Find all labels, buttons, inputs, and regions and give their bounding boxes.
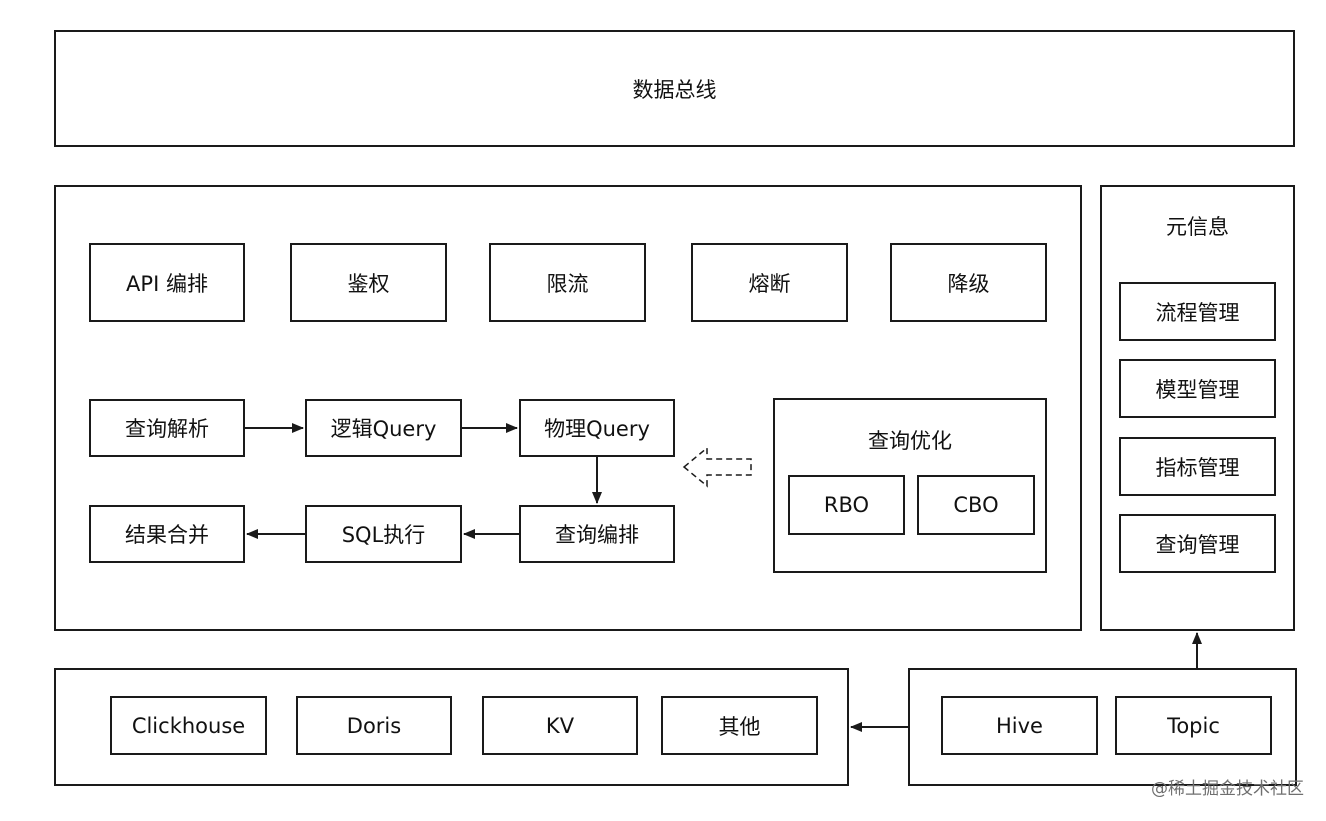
- query-service-panel: [54, 185, 1082, 631]
- rate-limit-node: 限流: [489, 243, 646, 322]
- rbo-node: RBO: [788, 475, 905, 535]
- process-management-node: 流程管理: [1119, 282, 1276, 341]
- logical-query-node: 逻辑Query: [305, 399, 462, 457]
- topic-node: Topic: [1115, 696, 1272, 755]
- dashed-arrow-optimizer-to-physical: [682, 446, 752, 488]
- hive-node: Hive: [941, 696, 1098, 755]
- data-bus-label: 数据总线: [632, 78, 717, 102]
- degrade-node: 降级: [890, 243, 1047, 322]
- metadata-panel: [1100, 185, 1295, 631]
- metadata-title: 元信息: [1166, 215, 1229, 239]
- site-watermark: @稀土掘金技术社区: [1151, 779, 1304, 799]
- auth-node: 鉴权: [290, 243, 447, 322]
- query-parse-node: 查询解析: [89, 399, 245, 457]
- circuit-breaker-node: 熔断: [691, 243, 848, 322]
- query-optimizer-title: 查询优化: [868, 429, 952, 453]
- sql-exec-node: SQL执行: [305, 505, 462, 563]
- cbo-node: CBO: [917, 475, 1035, 535]
- metric-management-node: 指标管理: [1119, 437, 1276, 496]
- clickhouse-node: Clickhouse: [110, 696, 267, 755]
- doris-node: Doris: [296, 696, 452, 755]
- engines-panel: [54, 668, 849, 786]
- api-orchestration-node: API 编排: [89, 243, 245, 322]
- result-merge-node: 结果合并: [89, 505, 245, 563]
- kv-node: KV: [482, 696, 638, 755]
- query-orchestrate-node: 查询编排: [519, 505, 675, 563]
- sources-panel: [908, 668, 1297, 786]
- model-management-node: 模型管理: [1119, 359, 1276, 418]
- query-management-node: 查询管理: [1119, 514, 1276, 573]
- other-engine-node: 其他: [661, 696, 818, 755]
- query-optimizer-box: [773, 398, 1047, 573]
- physical-query-node: 物理Query: [519, 399, 675, 457]
- data-bus-box: [54, 30, 1295, 147]
